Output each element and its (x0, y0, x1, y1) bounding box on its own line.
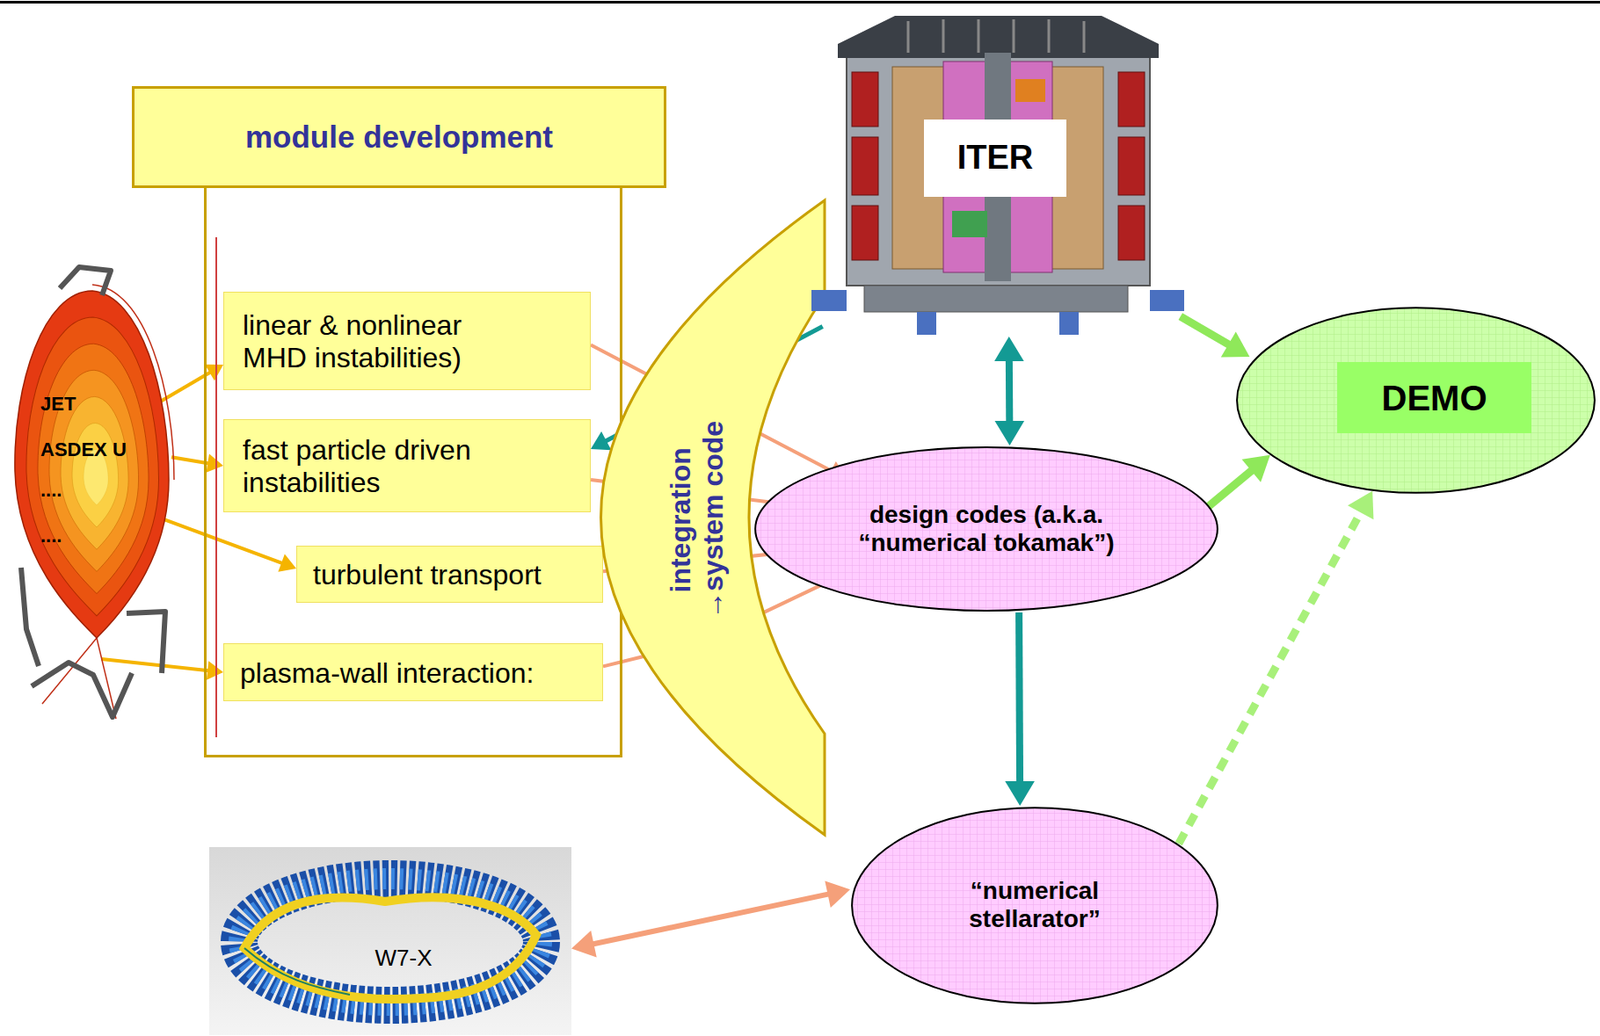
top-rule (0, 0, 1600, 4)
w7x-illustration (209, 847, 572, 1036)
connector-line (1005, 356, 1013, 426)
arrow-head (590, 431, 611, 451)
connector-line (101, 659, 211, 672)
module-label: turbulent transport (312, 559, 542, 592)
arrow-head (824, 880, 851, 909)
panel-heading: module development (131, 86, 667, 189)
w7x-picture: W7-X (209, 847, 572, 1036)
connector-line (1180, 316, 1233, 348)
module-box: turbulent transport (296, 545, 604, 604)
arrow-head (1221, 331, 1251, 357)
connector-arrow (571, 880, 851, 958)
ellipse-label: design codes (a.k.a. “numerical tokamak”… (801, 501, 1171, 558)
connector-line (1178, 508, 1364, 844)
module-label: fast particle driven instabilities (242, 434, 533, 500)
demo-ellipse: DEMO (1235, 305, 1597, 495)
plasma-illustration (8, 260, 172, 730)
plasma-cross-section: JET ASDEX U........ (8, 260, 172, 730)
ellipse-label: “numerical stellarator” (902, 877, 1167, 934)
device-label: .... (40, 479, 62, 502)
connector-line (589, 894, 832, 946)
connector-arrow (1180, 316, 1251, 357)
band-label: integration →system code (664, 401, 730, 640)
design-codes-ellipse: design codes (a.k.a. “numerical tokamak”… (753, 445, 1220, 613)
machine-label: W7-X (375, 945, 433, 973)
connector-line (1015, 612, 1024, 787)
module-box: plasma-wall interaction: (223, 643, 604, 702)
ellipse-shape (753, 445, 1220, 613)
module-label: linear & nonlinear MHD instabilities) (242, 309, 533, 375)
arrow-head (571, 930, 597, 959)
connector-line (1205, 467, 1256, 510)
connector-arrow (1004, 612, 1035, 807)
device-label: ASDEX U (40, 438, 127, 461)
machine-label: ITER (923, 119, 1067, 197)
arrow-head (1004, 781, 1035, 807)
module-panel: module developmentlinear & nonlinear MHD… (203, 185, 623, 758)
module-box: linear & nonlinear MHD instabilities) (223, 291, 591, 391)
iter-machine: ITER (811, 0, 1185, 337)
device-label: .... (40, 524, 62, 547)
arrow-head (1242, 455, 1271, 483)
arrow-head (995, 421, 1026, 446)
module-label: plasma-wall interaction: (240, 657, 534, 691)
arrow-head (277, 554, 297, 573)
module-box: fast particle driven instabilities (223, 419, 591, 513)
demo-label: DEMO (1337, 362, 1532, 434)
divider-line (215, 237, 218, 738)
arrow-head (994, 336, 1025, 362)
stellarator-ellipse: “numerical stellarator” (850, 806, 1220, 1006)
connector-arrow (1205, 455, 1271, 510)
device-label: JET (40, 392, 76, 415)
arrow-head (204, 364, 224, 382)
connector-arrow (994, 336, 1025, 446)
arrow-head (1347, 491, 1374, 521)
